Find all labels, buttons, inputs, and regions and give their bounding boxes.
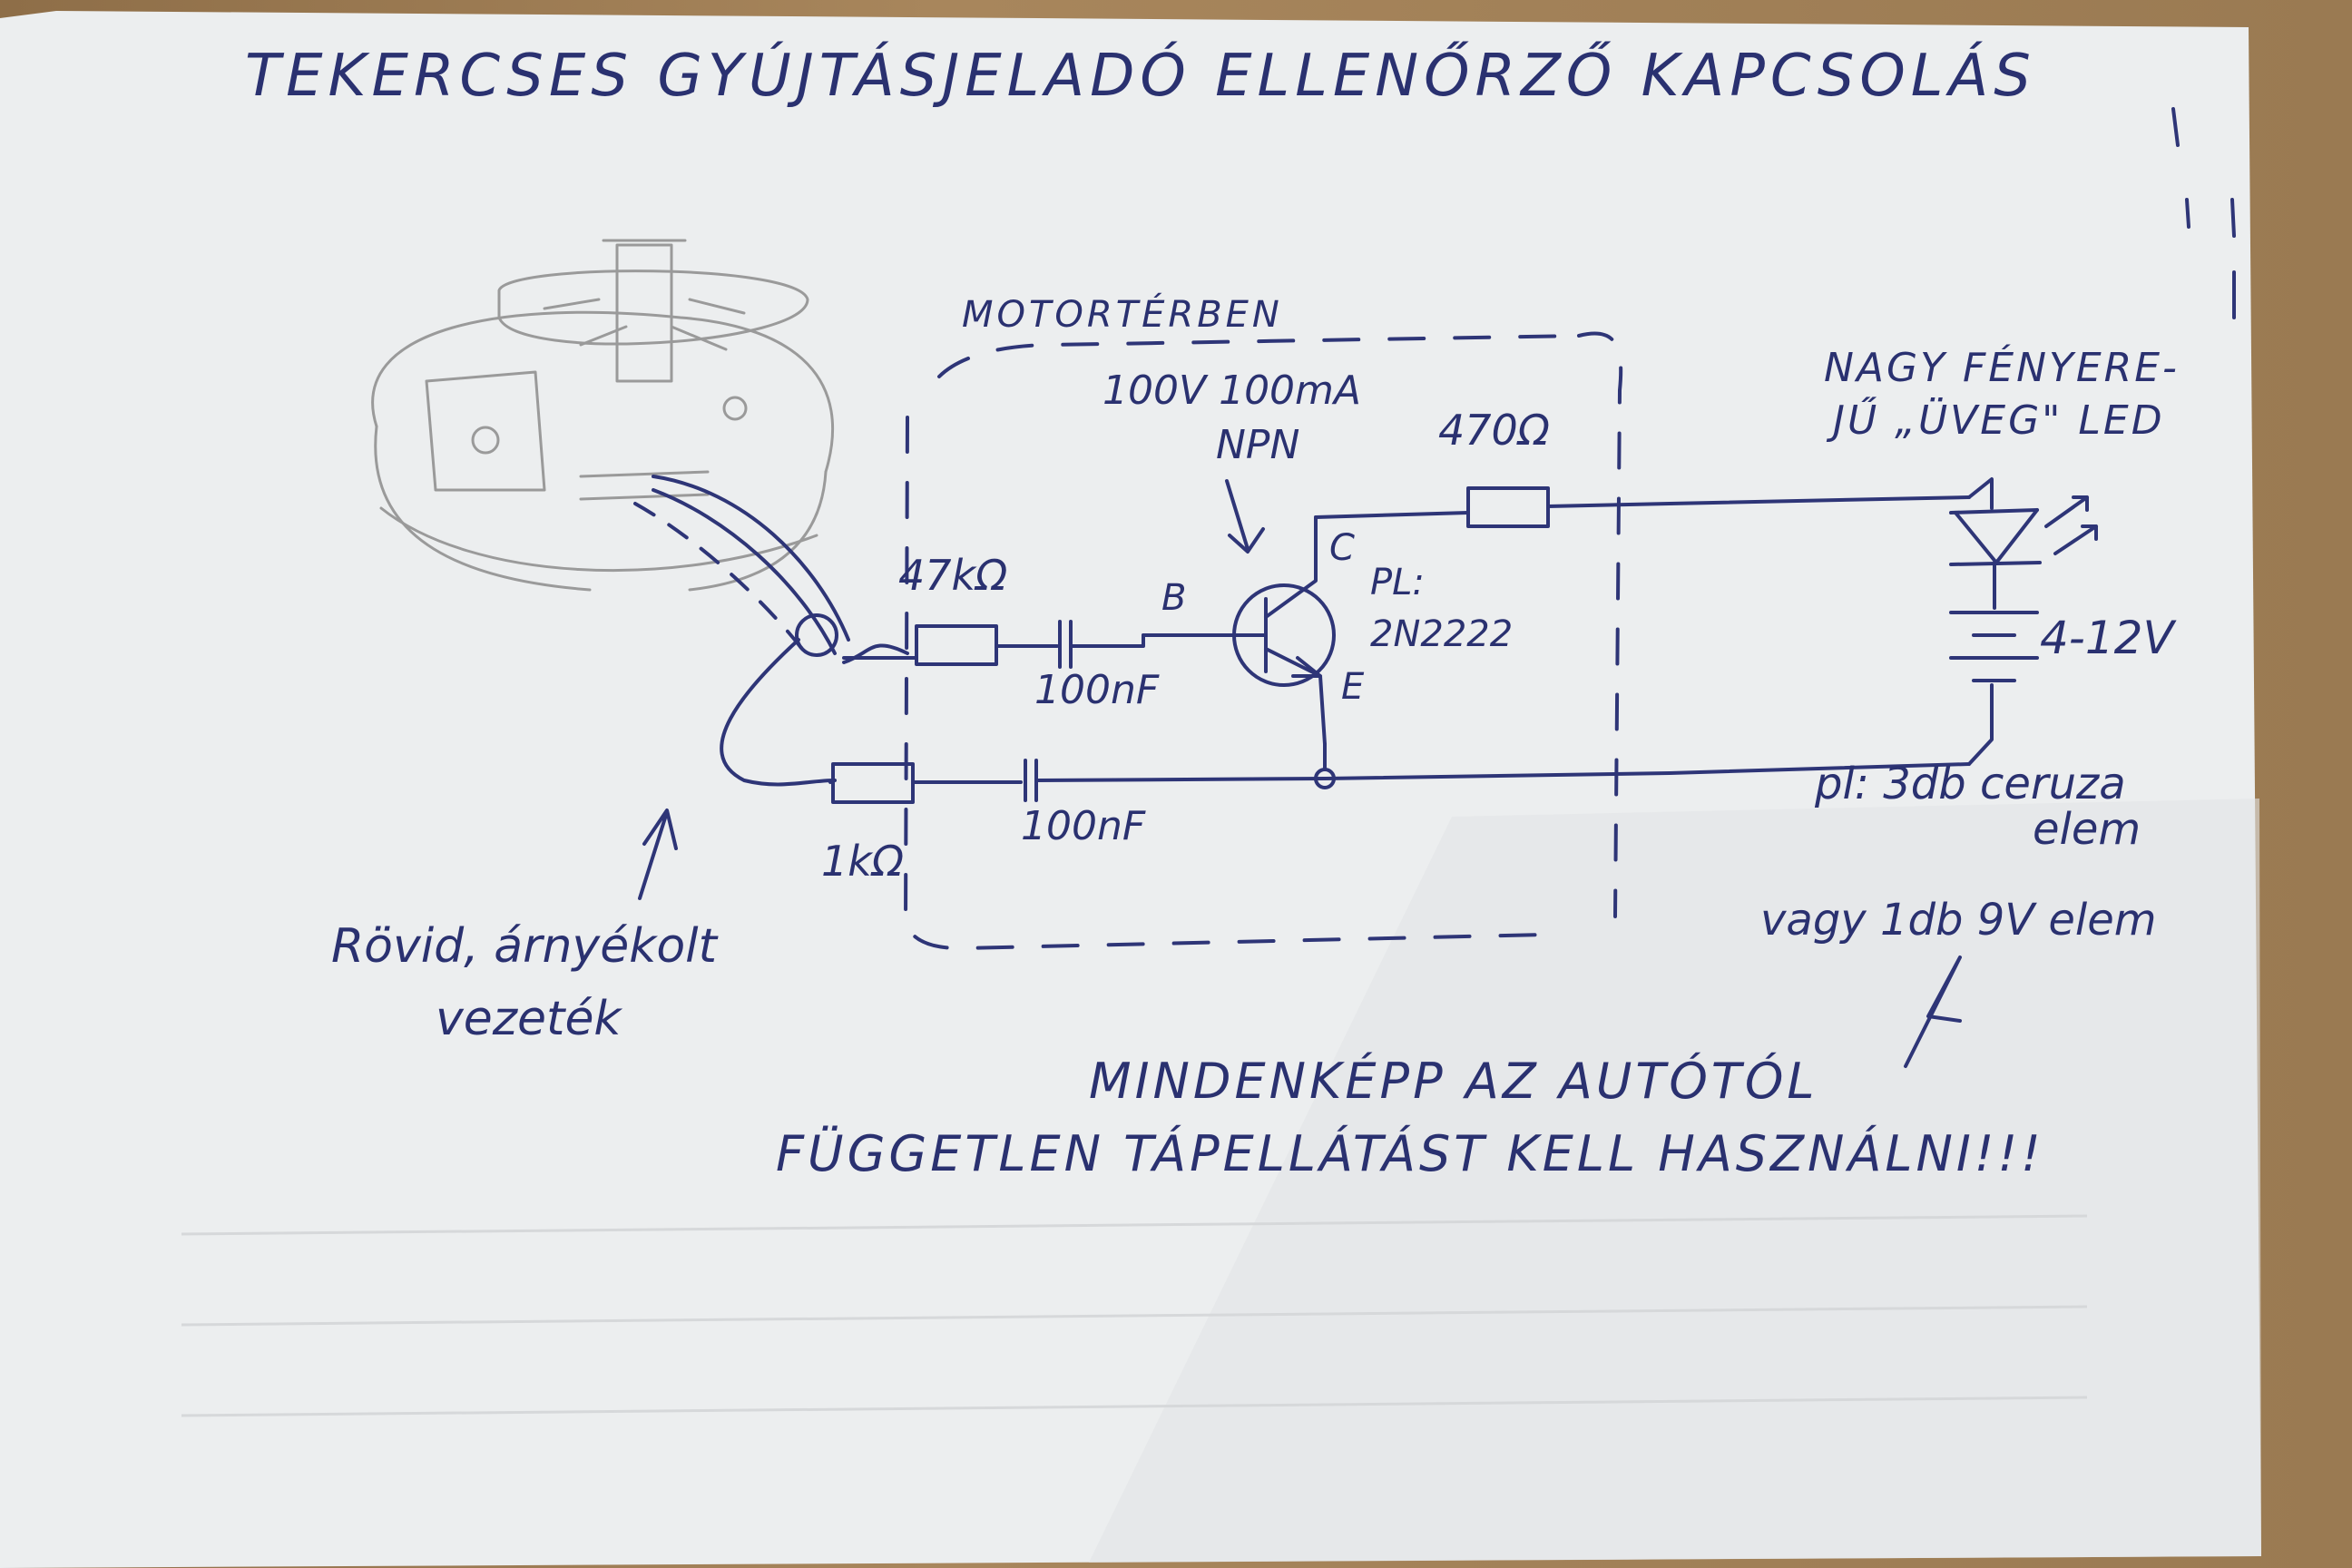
r-ground-label: 1kΩ [821, 837, 904, 886]
cable-label-line2: vezeték [436, 992, 622, 1046]
transistor-rating: 100V 100mA [1102, 368, 1361, 414]
paper-shade [1089, 799, 2261, 1563]
part-number: 2N2222 [1370, 613, 1513, 655]
engine-bay-label: MOTORTÉRBEN [962, 292, 1283, 336]
battery-note-line3: vagy 1db 9V elem [1760, 895, 2156, 946]
pointer-arrow [1225, 479, 1265, 554]
r-base-label: 47kΩ [898, 551, 1007, 600]
warning-line1: MINDENKÉPP AZ AUTÓTÓL [1089, 1053, 1818, 1110]
part-example-prefix: PL: [1370, 562, 1425, 603]
led-label-line2: JŰ „ÜVEG" LED [1826, 396, 2165, 444]
cable-label-line1: Rövid, árnyékolt [331, 919, 719, 974]
collector-branch [1314, 486, 1971, 528]
battery-voltage: 4-12V [2040, 612, 2177, 664]
margin-mark [2171, 107, 2236, 319]
cap-bottom-label: 100nF [1021, 803, 1146, 849]
r-collector-label: 470Ω [1438, 406, 1550, 455]
npn-transistor [1142, 515, 1336, 746]
led-label-line1: NAGY FÉNYERE- [1824, 343, 2180, 391]
battery-note-line1: pl: 3db ceruza [1814, 759, 2126, 809]
bleed-through-lines [181, 1214, 2088, 1417]
ground-branch [828, 742, 1971, 804]
ignition-coil-sketch [371, 239, 835, 592]
pin-b-label: B [1161, 577, 1186, 619]
transistor-type: NPN [1216, 422, 1299, 468]
warning-line2: FÜGGETLEN TÁPELLÁTÁST KELL HASZNÁLNI!!! [776, 1125, 2044, 1182]
cap-top-label: 100nF [1034, 667, 1160, 713]
battery-note-arrow [1904, 956, 1962, 1068]
pin-e-label: E [1341, 666, 1365, 708]
base-branch [842, 620, 1145, 669]
cable-annotation-arrow [638, 808, 678, 900]
battery-note-line2: elem [2033, 804, 2141, 855]
title: TEKERCSES GYÚJTÁSJELADÓ ELLENŐRZŐ KAPCSO… [245, 41, 2036, 110]
engine-bay-boundary [903, 331, 1623, 951]
led-battery-column [1949, 477, 2098, 766]
pin-c-label: C [1329, 527, 1355, 569]
